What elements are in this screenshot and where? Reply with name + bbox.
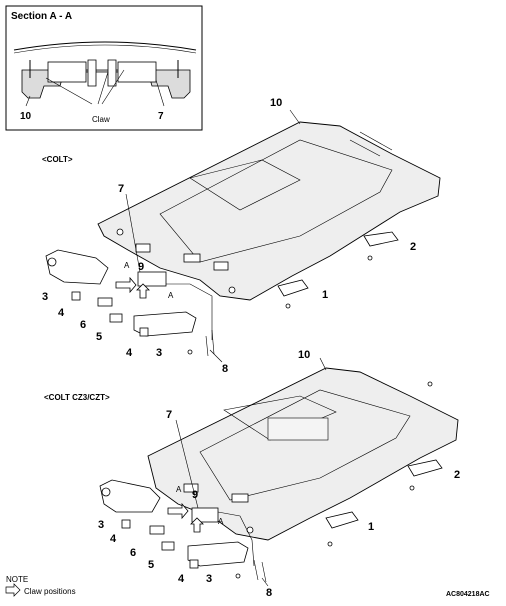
callout-10-colt: 10: [270, 97, 282, 109]
claw-arrow-up-cz3: [190, 517, 204, 533]
section-mark-a1-colt: A: [124, 261, 130, 270]
callout-3b-colt: 3: [156, 347, 162, 359]
section-claw-label: Claw: [92, 115, 110, 124]
claw-arrow-left-cz3: [167, 502, 189, 520]
callout-3a-colt: 3: [42, 291, 48, 303]
grab-handle-2-colt: [363, 231, 399, 247]
section-label-10: 10: [20, 111, 32, 122]
sun-visor-left-colt: [45, 249, 109, 285]
section-mark-a2-cz3: A: [218, 517, 224, 526]
callout-7-cz3: 7: [166, 409, 172, 421]
note-heading: NOTE: [6, 575, 28, 584]
sun-visor-right-colt: [133, 311, 197, 337]
callout-6-colt: 6: [80, 319, 86, 331]
callout-6-cz3: 6: [130, 547, 136, 559]
section-inset: Section A - A 10 Claw 7: [5, 5, 203, 131]
callout-2-colt: 2: [410, 241, 416, 253]
callout-2-cz3: 2: [454, 469, 460, 481]
map-lamp-housing-left: [47, 61, 87, 83]
section-mark-a2-colt: A: [168, 291, 174, 300]
claw-arrow-up-colt: [136, 283, 150, 299]
claw-arrow-left-colt: [115, 276, 137, 294]
callout-9-cz3: 9: [192, 489, 198, 501]
callout-4a-colt: 4: [58, 307, 65, 319]
callout-5-colt: 5: [96, 331, 102, 343]
map-lamp-housing-right: [117, 61, 157, 83]
callout-5-cz3: 5: [148, 559, 154, 571]
variant-colt-label: <COLT>: [42, 155, 73, 164]
headliner-colt: [97, 121, 441, 301]
callout-9-colt: 9: [138, 261, 144, 273]
callout-8-cz3: 8: [266, 587, 272, 599]
callout-3b-cz3: 3: [206, 573, 212, 585]
map-lamp-colt: [137, 271, 167, 287]
headliner-colt-cz3: [147, 367, 459, 541]
section-label-7: 7: [158, 111, 164, 122]
sun-visor-left-cz3: [99, 479, 161, 513]
grab-handle-2-cz3: [407, 459, 443, 477]
map-lamp-cz3: [191, 507, 219, 523]
section-frame: [5, 5, 203, 131]
callout-4a-cz3: 4: [110, 533, 117, 545]
section-title: Section A - A: [11, 11, 72, 22]
claw-arrow-icon: [5, 583, 21, 597]
grab-handle-1-cz3: [325, 511, 359, 529]
note-text: Claw positions: [24, 587, 76, 596]
callout-1-cz3: 1: [368, 521, 374, 533]
sun-visor-right-cz3: [187, 541, 249, 567]
callout-8-colt: 8: [222, 363, 228, 375]
callout-1-colt: 1: [322, 289, 328, 301]
figure-id: AC804218AC: [446, 591, 490, 598]
callout-7-colt: 7: [118, 183, 124, 195]
section-mark-a1-cz3: A: [176, 485, 182, 494]
callout-4b-colt: 4: [126, 347, 133, 359]
grab-handle-1-colt: [277, 279, 309, 297]
variant-colt-cz3-label: <COLT CZ3/CZT>: [44, 393, 110, 402]
callout-10-cz3: 10: [298, 349, 310, 361]
callout-3a-cz3: 3: [98, 519, 104, 531]
callout-4b-cz3: 4: [178, 573, 185, 585]
